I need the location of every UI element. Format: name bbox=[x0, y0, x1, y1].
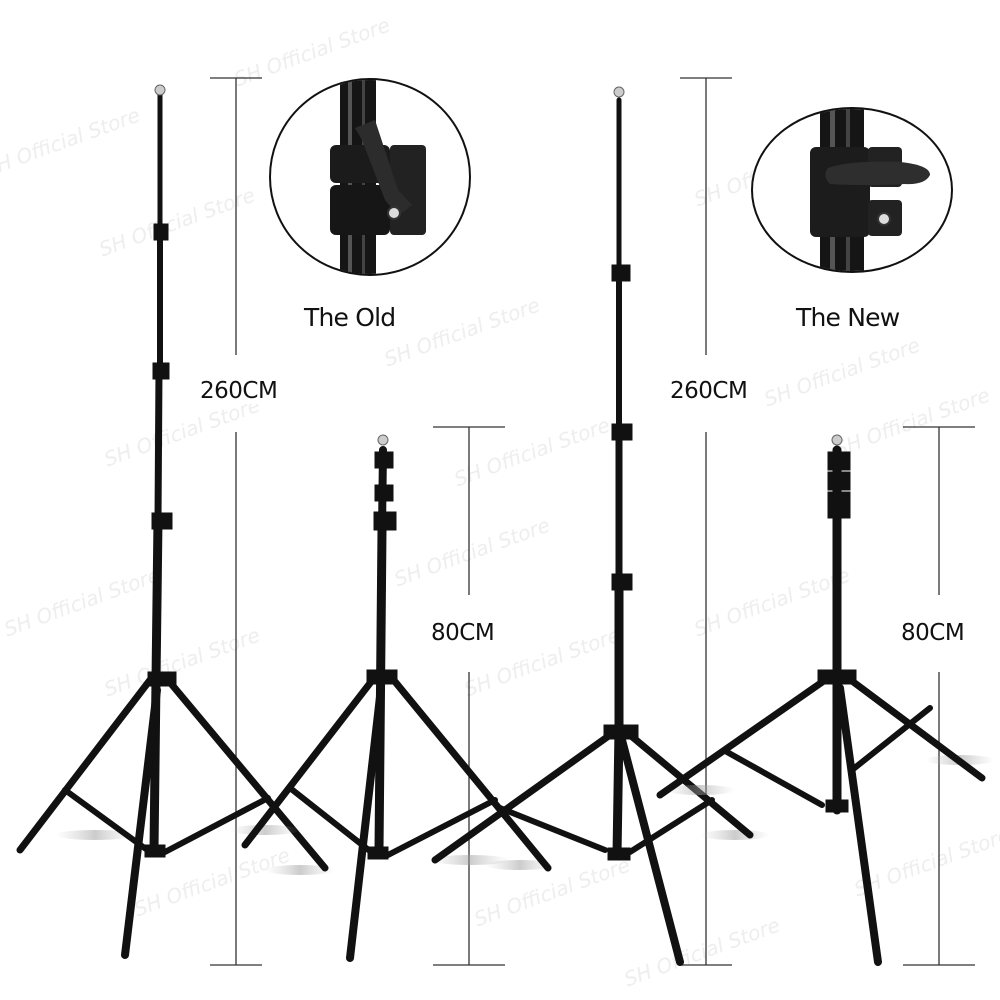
stand-new-folded bbox=[656, 434, 995, 966]
measure-line-new-extended bbox=[680, 77, 732, 966]
new-extended-height-label: 260CM bbox=[668, 378, 750, 404]
old-caption: The Old bbox=[304, 303, 396, 332]
stand-new-extended bbox=[430, 86, 770, 966]
stand-old-folded bbox=[230, 434, 555, 962]
measure-line-new-folded bbox=[903, 426, 975, 966]
stand-old-extended bbox=[16, 84, 335, 959]
measure-line-old-folded bbox=[433, 426, 505, 966]
old-folded-height-label: 80CM bbox=[429, 620, 497, 646]
new-folded-height-label: 80CM bbox=[899, 620, 967, 646]
inset-new-clamp bbox=[751, 107, 953, 273]
inset-old-clamp bbox=[269, 78, 471, 276]
measure-line-old-extended bbox=[210, 77, 262, 966]
old-extended-height-label: 260CM bbox=[198, 378, 280, 404]
new-caption: The New bbox=[796, 303, 900, 332]
